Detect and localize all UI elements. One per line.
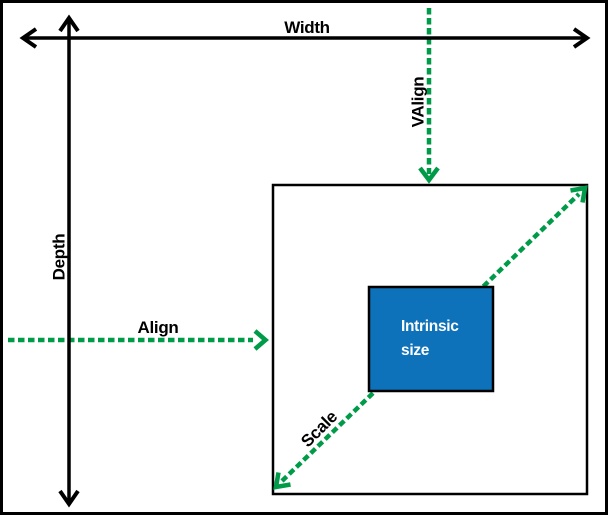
intrinsic-size-label: Intrinsic size bbox=[401, 318, 460, 359]
valign-label: VAlign bbox=[409, 77, 428, 128]
width-arrowhead-left-icon bbox=[19, 27, 38, 49]
scale-arrowhead-down-left-icon bbox=[273, 472, 291, 490]
align-arrowhead-right-icon bbox=[253, 329, 269, 351]
intrinsic-size-label-line2: size bbox=[401, 342, 430, 359]
depth-arrowhead-up-icon bbox=[58, 14, 80, 33]
scale-arrowhead-up-right-icon bbox=[570, 185, 588, 203]
valign-arrow bbox=[418, 8, 440, 184]
width-arrowhead-right-icon bbox=[572, 27, 591, 49]
depth-arrowhead-down-icon bbox=[58, 489, 80, 508]
scale-arrow bbox=[273, 185, 588, 490]
valign-arrowhead-down-icon bbox=[418, 166, 440, 184]
intrinsic-size-label-line1: Intrinsic bbox=[401, 318, 459, 335]
width-arrow bbox=[19, 27, 591, 49]
depth-arrow bbox=[58, 14, 80, 508]
depth-label: Depth bbox=[50, 234, 69, 281]
align-arrow bbox=[8, 329, 269, 351]
intrinsic-size-box bbox=[367, 285, 495, 393]
align-label: Align bbox=[138, 318, 179, 337]
width-label: Width bbox=[284, 18, 330, 37]
scale-arrow-line bbox=[280, 192, 581, 483]
